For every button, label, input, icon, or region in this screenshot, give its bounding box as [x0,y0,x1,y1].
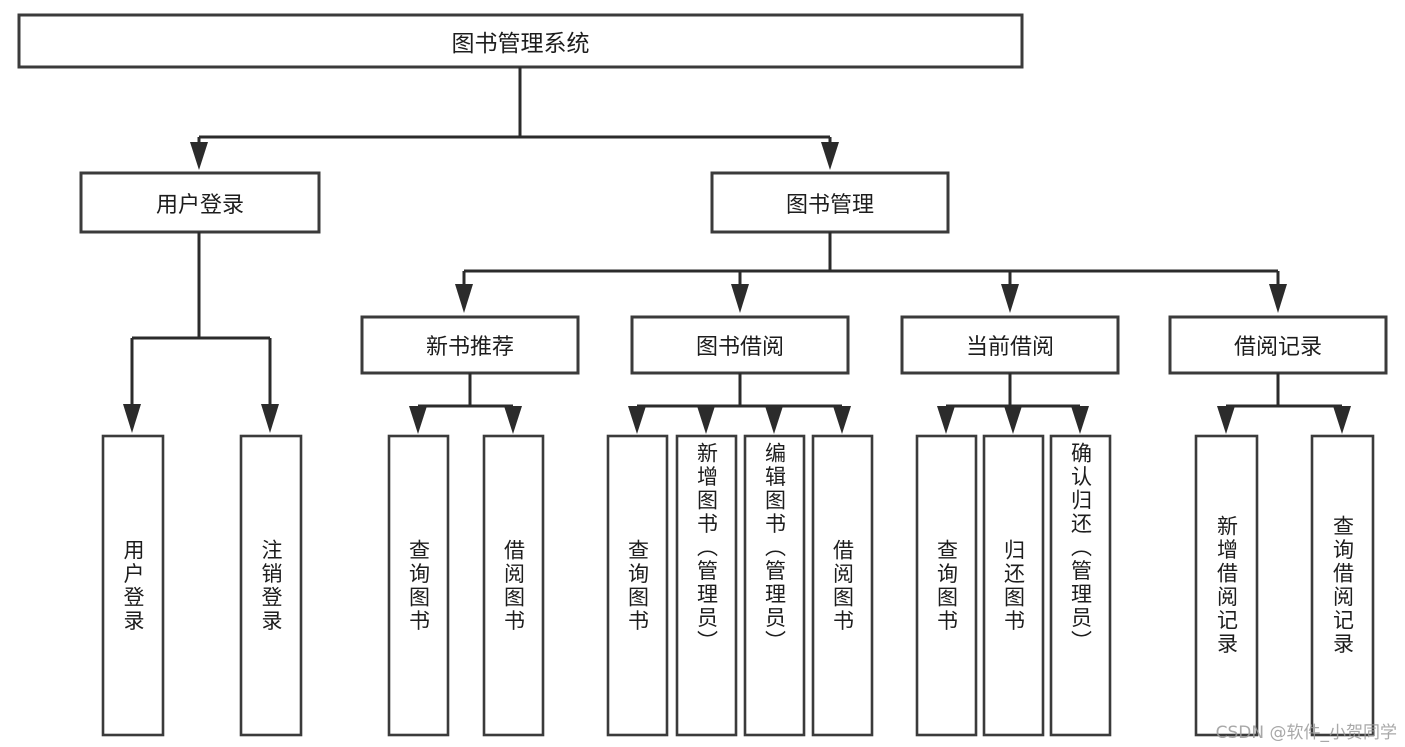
leaf-nb-borrow-book-label: 借阅图书 [501,538,526,633]
node-book-borrow-label: 图书借阅 [695,335,784,360]
node-new-book-box[interactable] [360,315,580,375]
leaf-bb-query-book[interactable]: 查询图书 [608,436,667,735]
leaf-cb-query-book[interactable]: 查询图书 [917,436,976,735]
leaf-user-login-label: 用户登录 [121,538,145,633]
leaf-cb-confirm-return-label: 确认归还（管理员） [1068,442,1093,654]
node-current-borrow-box[interactable] [900,315,1120,375]
arrowhead-cb-leaf-1 [937,406,955,434]
arrowhead-leaf-logout [261,404,279,433]
leaf-cb-return-book-label: 归还图书 [1001,538,1026,633]
arrowhead-br-leaf-1 [1217,406,1235,434]
arrowhead-new-book [455,284,473,313]
leaf-br-query-record-label: 查询借阅记录 [1330,515,1355,656]
node-user-login[interactable]: 用户登录 [81,173,319,232]
node-borrow-record[interactable]: 借阅记录 [1170,317,1386,373]
node-book-management[interactable]: 图书管理 [712,173,948,232]
node-current-borrow[interactable]: 当前借阅 [902,317,1118,373]
leaf-bb-add-book[interactable]: 新增图书（管理员） [677,436,736,735]
arrowhead-bb-leaf-3 [765,406,783,434]
node-borrow-record-label: 借阅记录 [1233,335,1322,360]
node-new-book-recommend-label: 新书推荐 [425,335,514,360]
leaf-bb-borrow-book[interactable]: 借阅图书 [813,436,872,735]
leaf-nb-query-book[interactable]: 查询图书 [389,436,448,735]
leaf-box-br-query-record[interactable] [1310,434,1375,737]
arrowhead-cb-leaf-2 [1004,406,1022,434]
leaf-bb-query-book-label: 查询图书 [625,538,650,633]
leaf-br-query-record[interactable]: 查询借阅记录 [1312,436,1373,735]
node-book-management-label: 图书管理 [785,192,874,218]
leaf-bb-add-book-label: 新增图书（管理员） [694,442,719,654]
node-book-borrow-box[interactable] [630,315,850,375]
arrowhead-leaf-user-login [123,404,141,433]
arrowhead-nb-leaf-2 [504,406,522,434]
leaf-bb-edit-book-label: 编辑图书（管理员） [762,442,787,654]
leaf-cb-query-book-label: 查询图书 [934,538,959,633]
leaf-box-cb-query-book[interactable] [915,434,978,737]
leaf-logout[interactable]: 注销登录 [241,436,301,735]
node-root-box[interactable] [17,13,1024,69]
leaf-box-nb-query-book[interactable] [387,434,450,737]
leaf-br-add-record[interactable]: 新增借阅记录 [1196,436,1257,735]
leaf-bb-edit-book[interactable]: 编辑图书（管理员） [745,436,804,735]
leaf-user-login[interactable]: 用户登录 [103,436,163,735]
node-book-borrow[interactable]: 图书借阅 [632,317,848,373]
node-current-borrow-label: 当前借阅 [965,335,1054,360]
arrowhead-user-login [190,142,208,170]
arrowhead-book-mgmt [821,142,839,170]
arrowhead-book-borrow [731,284,749,313]
arrowhead-br-leaf-2 [1333,406,1351,434]
leaf-box-bb-query-book[interactable] [606,434,669,737]
node-user-login-box[interactable] [79,171,321,234]
leaf-nb-query-book-label: 查询图书 [406,538,431,633]
leaf-box-logout[interactable] [239,434,303,737]
arrowhead-current-borrow [1001,284,1019,313]
leaf-box-user-login[interactable] [101,434,165,737]
leaf-box-bb-borrow-book[interactable] [811,434,874,737]
arrowhead-bb-leaf-1 [628,406,646,434]
leaf-cb-confirm-return[interactable]: 确认归还（管理员） [1051,436,1110,735]
leaf-cb-return-book[interactable]: 归还图书 [984,436,1043,735]
leaf-box-br-add-record[interactable] [1194,434,1259,737]
leaf-box-bb-add-book[interactable] [675,434,738,737]
arrowhead-borrow-record [1269,284,1287,313]
arrowhead-cb-leaf-3 [1071,406,1089,434]
leaf-box-cb-return-book[interactable] [982,434,1045,737]
node-user-login-label: 用户登录 [155,192,244,218]
leaf-logout-label: 注销登录 [259,538,283,633]
node-root-label: 图书管理系统 [451,31,590,57]
leaf-nb-borrow-book[interactable]: 借阅图书 [484,436,543,735]
node-root[interactable]: 图书管理系统 [19,15,1022,67]
leaf-br-add-record-label: 新增借阅记录 [1214,515,1239,656]
leaf-box-bb-edit-book[interactable] [743,434,806,737]
arrowhead-nb-leaf-1 [409,406,427,434]
leaf-bb-borrow-book-label: 借阅图书 [830,538,855,633]
leaf-box-cb-confirm-return[interactable] [1049,434,1112,737]
arrowhead-bb-leaf-4 [833,406,851,434]
node-book-mgmt-box[interactable] [710,171,950,234]
node-new-book-recommend[interactable]: 新书推荐 [362,317,578,373]
leaf-box-nb-borrow-book[interactable] [482,434,545,737]
arrowhead-bb-leaf-2 [697,406,715,434]
